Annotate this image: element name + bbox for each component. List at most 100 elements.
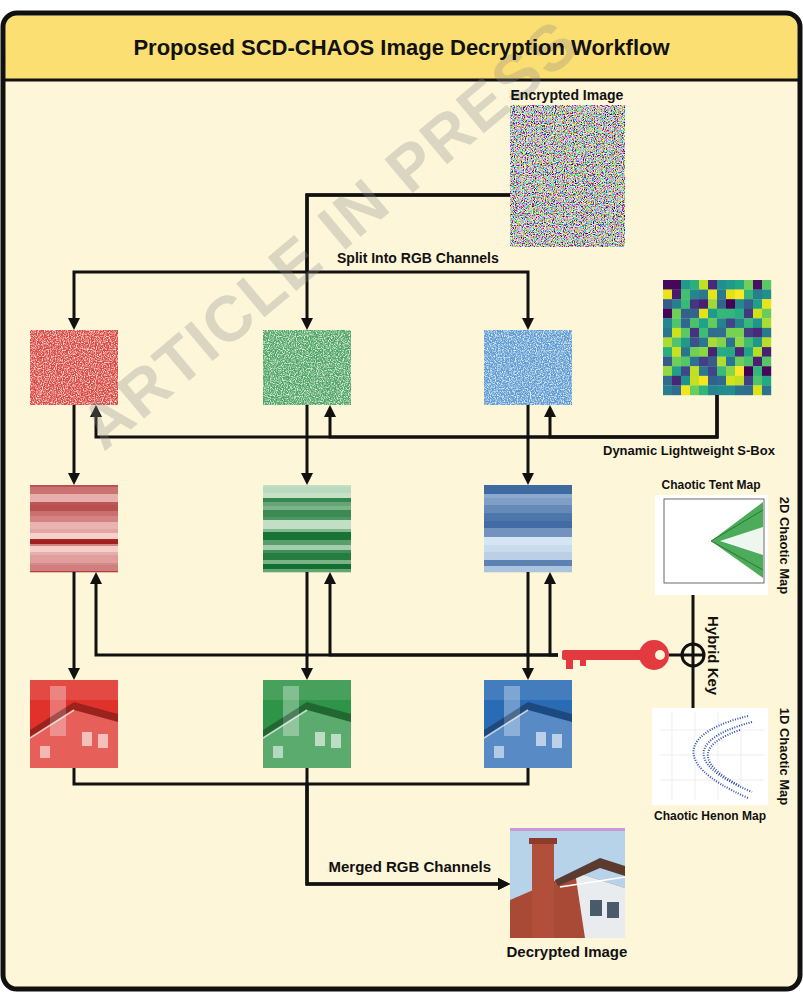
red-channel — [30, 330, 118, 405]
sbox-grid — [753, 338, 762, 348]
sbox-grid — [726, 357, 735, 367]
decrypted-image — [590, 900, 602, 916]
sbox-grid — [708, 385, 717, 395]
sbox-grid — [735, 299, 744, 309]
tent-map-plot: Chaotic Tent Map2D Chaotic Map — [655, 495, 768, 595]
sbox-grid — [708, 328, 717, 338]
henon-map-plot — [708, 730, 740, 786]
sbox-grid — [663, 290, 672, 300]
sbox-grid — [699, 309, 708, 319]
sbox-grid — [663, 357, 672, 367]
striped-channels — [263, 517, 351, 520]
sbox-grid — [762, 347, 771, 357]
sbox-grid — [681, 328, 690, 338]
striped-channels — [30, 539, 118, 541]
sbox-grid — [681, 338, 690, 348]
sbox-grid — [690, 299, 699, 309]
sbox-grid — [699, 366, 708, 376]
sbox-grid — [708, 366, 717, 376]
sbox-grid — [690, 328, 699, 338]
sbox-grid — [672, 376, 681, 386]
axis-caption: 1D Chaotic Map — [776, 707, 791, 805]
node-caption: Dynamic Lightweight S-Box — [603, 444, 775, 459]
node-caption: Hybrid Key — [704, 616, 721, 695]
sbox-grid — [753, 290, 762, 300]
sbox-grid — [726, 280, 735, 290]
sbox-grid — [735, 290, 744, 300]
axis-caption: 2D Chaotic Map — [776, 496, 791, 594]
noisy-channels — [263, 330, 351, 405]
sbox-grid — [663, 299, 672, 309]
decrypted-image — [575, 872, 625, 938]
sbox-grid — [762, 280, 771, 290]
flow-arrow — [692, 692, 695, 708]
noisy-channels — [263, 330, 351, 405]
sbox-grid — [753, 385, 762, 395]
sbox-grid — [717, 280, 726, 290]
sbox-grid — [753, 328, 762, 338]
flow-arrow — [550, 395, 717, 437]
sbox-grid — [708, 290, 717, 300]
sbox-grid — [699, 347, 708, 357]
flow-arrow — [550, 576, 558, 655]
henon-map-plot — [693, 716, 752, 798]
edge-label: Split Into RGB Channels — [334, 250, 502, 266]
sbox-grid — [717, 366, 726, 376]
house-channels — [263, 680, 351, 768]
sbox-image: Dynamic Lightweight S-Box — [663, 280, 771, 395]
tent-map-plot — [720, 527, 763, 555]
sbox-grid — [672, 280, 681, 290]
xor-symbol — [669, 654, 704, 657]
sbox-grid — [753, 280, 762, 290]
sbox-grid — [744, 366, 753, 376]
blue-channel — [484, 680, 572, 768]
sbox-grid — [726, 376, 735, 386]
sbox-grid — [672, 347, 681, 357]
frame — [3, 79, 800, 82]
sbox-grid — [726, 328, 735, 338]
striped-channels — [263, 487, 351, 493]
striped-channels — [263, 502, 351, 506]
sbox-grid — [753, 357, 762, 367]
sbox-grid — [717, 357, 726, 367]
sbox-grid — [744, 318, 753, 328]
house-channels — [484, 680, 572, 768]
house-channels — [30, 680, 118, 768]
sbox-grid — [753, 376, 762, 386]
striped-channels — [263, 545, 351, 550]
sbox-grid — [735, 357, 744, 367]
sbox-grid — [672, 328, 681, 338]
flow-arrow — [96, 576, 558, 655]
sbox-grid — [744, 280, 753, 290]
sbox-grid — [735, 376, 744, 386]
sbox-grid — [672, 299, 681, 309]
edge-label: Merged RGB Channels — [326, 858, 495, 875]
sbox-grid — [726, 347, 735, 357]
striped-channels — [30, 516, 118, 522]
sbox-grid — [708, 318, 717, 328]
sbox-grid — [690, 385, 699, 395]
henon-map-plot — [652, 708, 768, 805]
flow-arrow — [96, 395, 717, 437]
striped-channels — [263, 540, 351, 545]
sbox-grid — [762, 385, 771, 395]
sbox-grid — [699, 357, 708, 367]
sbox-grid — [708, 347, 717, 357]
sbox-grid — [672, 290, 681, 300]
sbox-grid — [735, 309, 744, 319]
diagram-title: Proposed SCD-CHAOS Image Decryption Work… — [0, 16, 803, 80]
noisy-channels — [484, 330, 572, 405]
sbox-grid — [663, 280, 672, 290]
sbox-grid — [699, 385, 708, 395]
striped-channels — [263, 564, 351, 569]
tent-map-plot — [664, 499, 764, 583]
sbox-grid — [681, 385, 690, 395]
decrypted-image — [529, 838, 557, 844]
blue-channel — [484, 485, 572, 572]
striped-channels — [484, 552, 572, 560]
sbox-grid — [735, 347, 744, 357]
striped-channels — [484, 545, 572, 552]
sbox-grid — [663, 318, 672, 328]
sbox-grid — [762, 290, 771, 300]
green-channel — [263, 485, 351, 572]
